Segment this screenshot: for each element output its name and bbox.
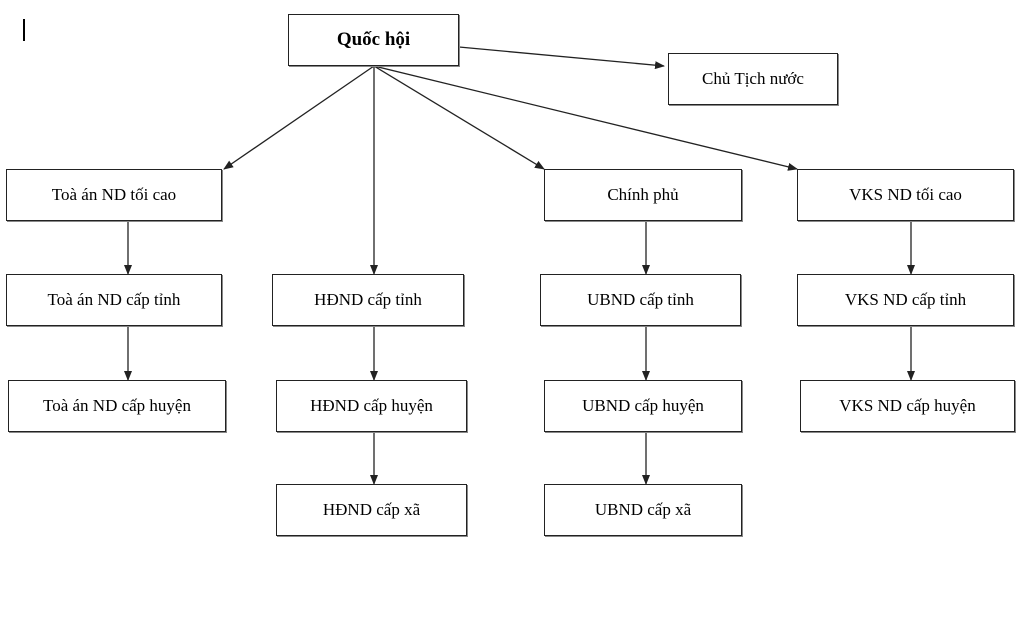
node-vks-tinh: VKS ND cấp tỉnh (797, 274, 1014, 326)
node-toa-an-tinh: Toà án ND cấp tỉnh (6, 274, 222, 326)
node-chu-tich-nuoc: Chủ Tịch nước (668, 53, 838, 105)
text-cursor (23, 19, 25, 41)
connector-quoc-hoi-to-chinh-phu (373, 65, 545, 170)
node-toa-an-toi-cao: Toà án ND tối cao (6, 169, 222, 221)
connector-quoc-hoi-to-vks-toi-cao (373, 65, 798, 171)
node-ubnd-tinh: UBND cấp tỉnh (540, 274, 741, 326)
node-toa-an-huyen: Toà án ND cấp huyện (8, 380, 226, 432)
node-chinh-phu: Chính phủ (544, 169, 742, 221)
node-hdnd-huyen: HĐND cấp huyện (276, 380, 467, 432)
node-ubnd-xa: UBND cấp xã (544, 484, 742, 536)
node-hdnd-xa: HĐND cấp xã (276, 484, 467, 536)
node-vks-huyen: VKS ND cấp huyện (800, 380, 1015, 432)
connector-quoc-hoi-to-toa-an-toi-cao (223, 65, 375, 170)
node-vks-toi-cao: VKS ND tối cao (797, 169, 1014, 221)
node-quoc-hoi: Quốc hội (288, 14, 459, 66)
connector-quoc-hoi-to-chu-tich-nuoc (458, 46, 665, 70)
node-ubnd-huyen: UBND cấp huyện (544, 380, 742, 432)
node-hdnd-tinh: HĐND cấp tỉnh (272, 274, 464, 326)
